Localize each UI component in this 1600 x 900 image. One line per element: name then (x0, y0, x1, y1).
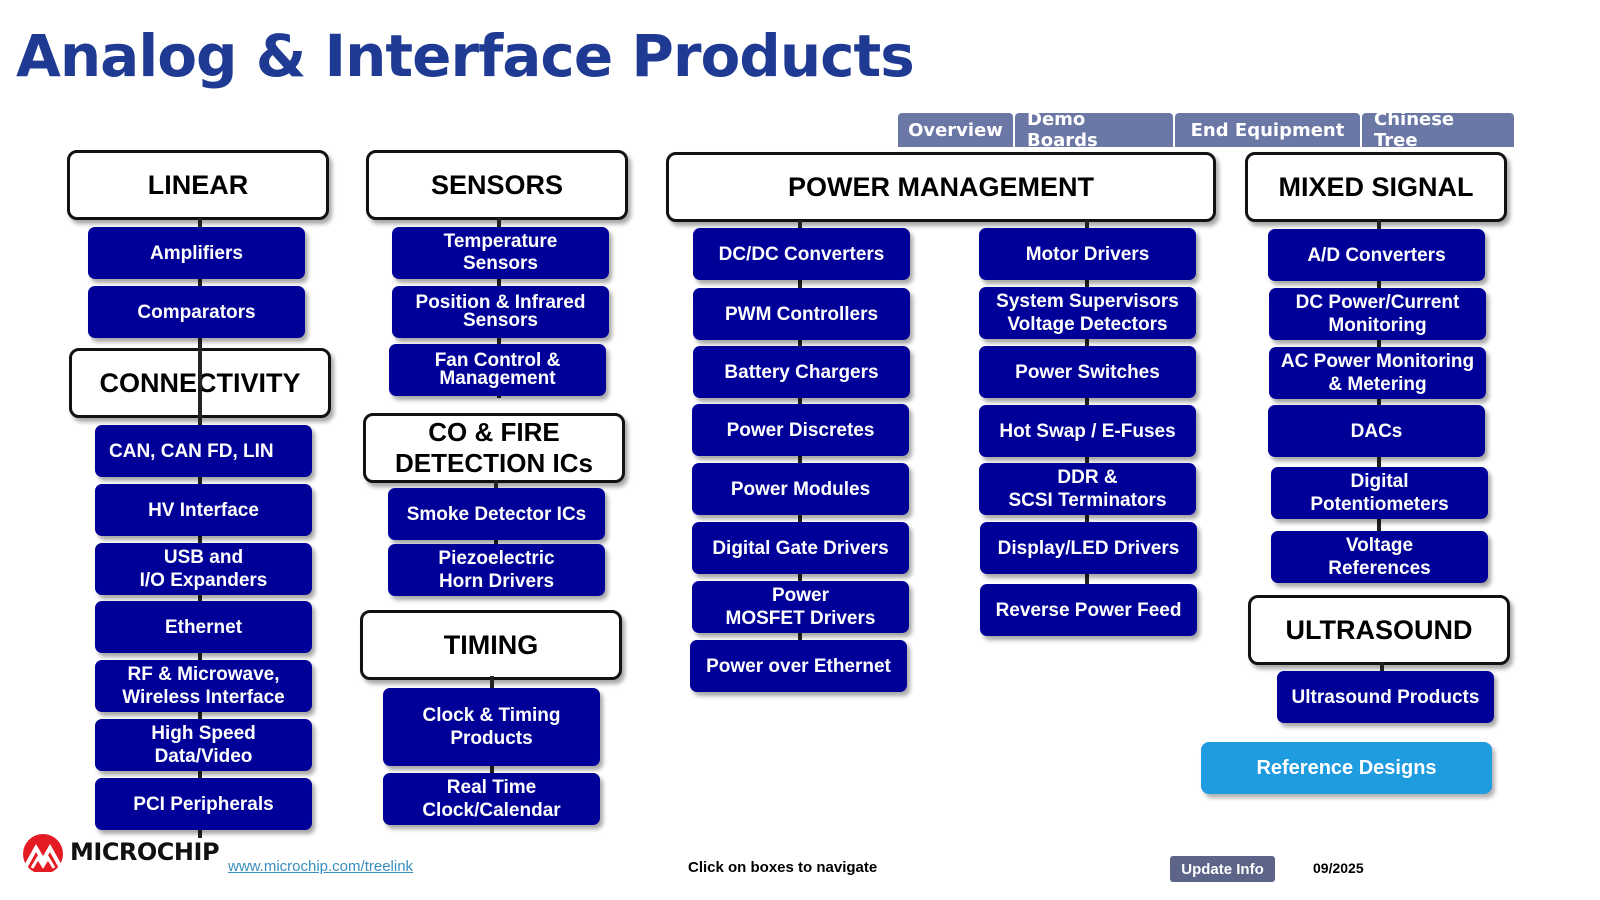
item-dacs[interactable]: DACs (1268, 405, 1485, 457)
item-power-modules[interactable]: Power Modules (692, 463, 909, 515)
item-can[interactable]: CAN, CAN FD, LIN (95, 425, 312, 477)
item-power-mosfet-drivers[interactable]: Power MOSFET Drivers (692, 581, 909, 633)
item-power-discretes[interactable]: Power Discretes (692, 404, 909, 456)
treelink-link[interactable]: www.microchip.com/treelink (228, 858, 414, 875)
item-dc-dc-converters[interactable]: DC/DC Converters (693, 228, 910, 280)
item-clock-timing-products[interactable]: Clock & Timing Products (383, 688, 600, 766)
item-system-supervisors[interactable]: System Supervisors Voltage Detectors (979, 287, 1196, 339)
item-high-speed-data[interactable]: High Speed Data/Video (95, 719, 312, 771)
item-ad-converters[interactable]: A/D Converters (1268, 229, 1485, 281)
item-ac-power-monitoring[interactable]: AC Power Monitoring & Metering (1269, 347, 1486, 399)
reference-designs-button[interactable]: Reference Designs (1201, 742, 1492, 794)
logo-text: MICROCHIP (70, 838, 220, 866)
navigation-hint: Click on boxes to navigate (688, 859, 878, 876)
item-battery-chargers[interactable]: Battery Chargers (693, 346, 910, 398)
microchip-logo-icon (23, 834, 63, 872)
item-reverse-power-feed[interactable]: Reverse Power Feed (980, 584, 1197, 636)
item-rf-microwave[interactable]: RF & Microwave, Wireless Interface (95, 660, 312, 712)
tab-end-equipment[interactable]: End Equipment (1175, 113, 1360, 147)
page-title: Analog & Interface Products (16, 22, 915, 90)
item-pci-peripherals[interactable]: PCI Peripherals (95, 778, 312, 830)
item-power-over-ethernet[interactable]: Power over Ethernet (690, 640, 907, 692)
item-digital-potentiometers[interactable]: Digital Potentiometers (1271, 467, 1488, 519)
update-info-button[interactable]: Update Info (1170, 856, 1275, 882)
item-position-infrared-sensors[interactable]: Position & Infrared Sensors (392, 286, 609, 338)
tab-overview[interactable]: Overview (898, 113, 1013, 147)
item-pwm-controllers[interactable]: PWM Controllers (693, 288, 910, 340)
item-power-switches[interactable]: Power Switches (979, 346, 1196, 398)
category-power-management[interactable]: POWER MANAGEMENT (666, 152, 1216, 222)
item-digital-gate-drivers[interactable]: Digital Gate Drivers (692, 522, 909, 574)
tab-demo-boards[interactable]: Demo Boards (1015, 109, 1173, 151)
item-hv-interface[interactable]: HV Interface (95, 484, 312, 536)
date-label: 09/2025 (1313, 860, 1364, 876)
item-display-led-drivers[interactable]: Display/LED Drivers (980, 522, 1197, 574)
item-ddr-scsi-terminators[interactable]: DDR & SCSI Terminators (979, 463, 1196, 515)
category-co-fire-label: CO & FIRE DETECTION ICs (395, 417, 593, 478)
item-temperature-sensors[interactable]: Temperature Sensors (392, 227, 609, 279)
item-voltage-references[interactable]: Voltage References (1271, 531, 1488, 583)
item-smoke-detector-ics[interactable]: Smoke Detector ICs (388, 488, 605, 540)
item-amplifiers[interactable]: Amplifiers (88, 227, 305, 279)
item-comparators[interactable]: Comparators (88, 286, 305, 338)
category-ultrasound[interactable]: ULTRASOUND (1248, 595, 1510, 665)
item-motor-drivers[interactable]: Motor Drivers (979, 228, 1196, 280)
item-piezoelectric-horn-drivers[interactable]: Piezoelectric Horn Drivers (388, 544, 605, 596)
item-ultrasound-products[interactable]: Ultrasound Products (1277, 671, 1494, 723)
connector-mixed-signal (1377, 220, 1381, 582)
microchip-logo: MICROCHIP (20, 832, 220, 872)
item-hot-swap-efuses[interactable]: Hot Swap / E-Fuses (979, 405, 1196, 457)
category-mixed-signal[interactable]: MIXED SIGNAL (1245, 152, 1507, 222)
tab-chinese-tree[interactable]: Chinese Tree (1362, 109, 1514, 151)
category-linear[interactable]: LINEAR (67, 150, 329, 220)
top-tabs: Overview Demo Boards End Equipment Chine… (898, 109, 1514, 151)
item-real-time-clock[interactable]: Real Time Clock/Calendar (383, 773, 600, 825)
connector-ultrasound (1380, 662, 1384, 677)
item-fan-control[interactable]: Fan Control & Management (389, 344, 606, 396)
category-timing[interactable]: TIMING (360, 610, 622, 680)
category-sensors[interactable]: SENSORS (366, 150, 628, 220)
item-usb-io-expanders[interactable]: USB and I/O Expanders (95, 543, 312, 595)
item-dc-power-current-monitoring[interactable]: DC Power/Current Monitoring (1269, 288, 1486, 340)
item-ethernet[interactable]: Ethernet (95, 601, 312, 653)
category-co-fire-detection[interactable]: CO & FIRE DETECTION ICs (363, 413, 625, 483)
